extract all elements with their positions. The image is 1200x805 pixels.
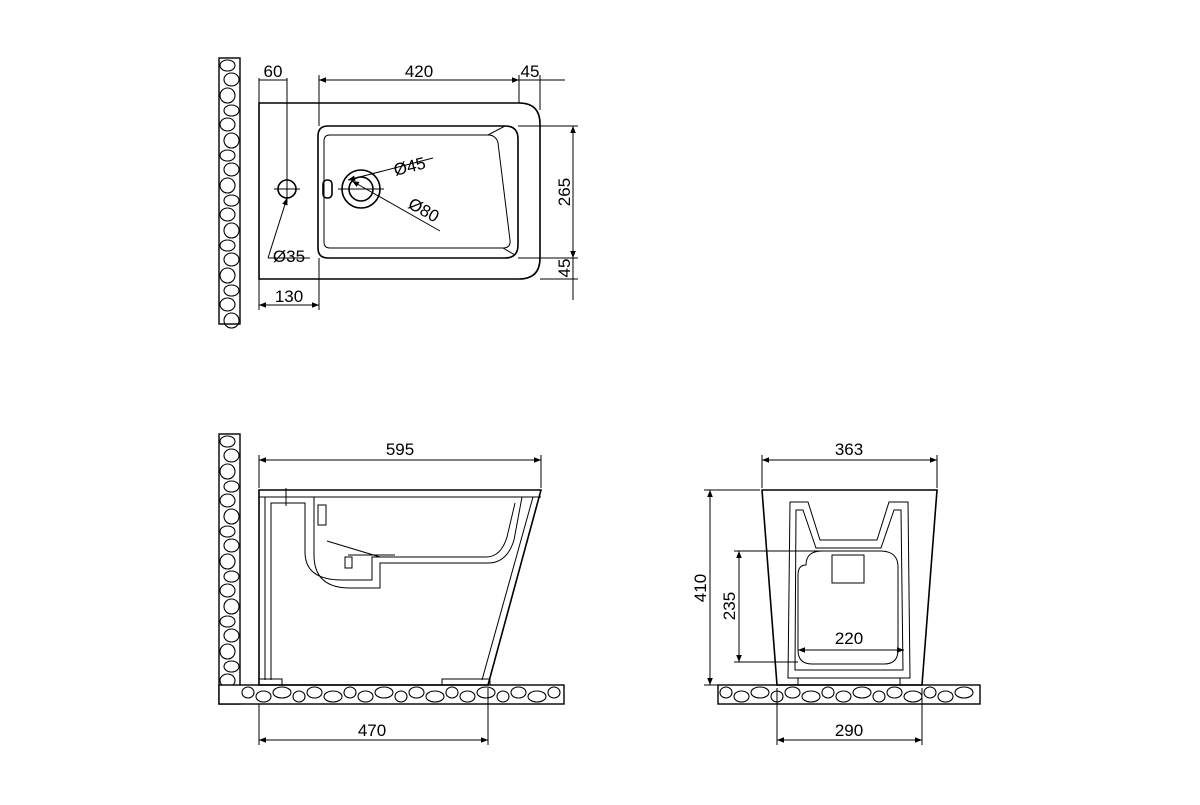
bowl-outline-top (317, 125, 519, 259)
top-view: 60 420 45 265 45 Ø35 130 Ø45 Ø80 (218, 57, 578, 329)
overflow-slot (322, 179, 333, 199)
dim-base-width: 290 (835, 721, 863, 740)
wall-top-view (218, 57, 241, 329)
floor-front-view (717, 684, 981, 705)
front-view: 363 410 235 220 290 (691, 440, 981, 745)
dim-connection-width: 220 (835, 629, 863, 648)
dim-tap-from-wall: 130 (275, 287, 303, 306)
dim-bowl-length: 420 (405, 62, 433, 81)
dim-drain-inner: Ø45 (392, 154, 428, 180)
dim-height: 410 (691, 574, 710, 602)
bowl-inner-top (323, 134, 511, 249)
dim-tap-hole: Ø35 (273, 247, 305, 266)
dim-bowl-width: 265 (555, 178, 574, 206)
wall-side-view (218, 433, 241, 705)
dim-front-rim: 45 (521, 62, 540, 81)
dim-connection-height: 235 (720, 592, 739, 620)
bidet-frame-front (787, 501, 911, 679)
dim-tap-offset: 60 (264, 62, 283, 81)
bidet-shell-side (264, 496, 534, 681)
bidet-body-side (258, 489, 543, 686)
dim-length: 595 (386, 440, 414, 459)
dim-width: 363 (835, 440, 863, 459)
bidet-body-front (761, 489, 938, 686)
side-view: 595 470 (218, 433, 565, 745)
dim-side-rim: 45 (555, 259, 574, 278)
dim-base-length: 470 (358, 721, 386, 740)
floor-side-view (218, 684, 565, 705)
